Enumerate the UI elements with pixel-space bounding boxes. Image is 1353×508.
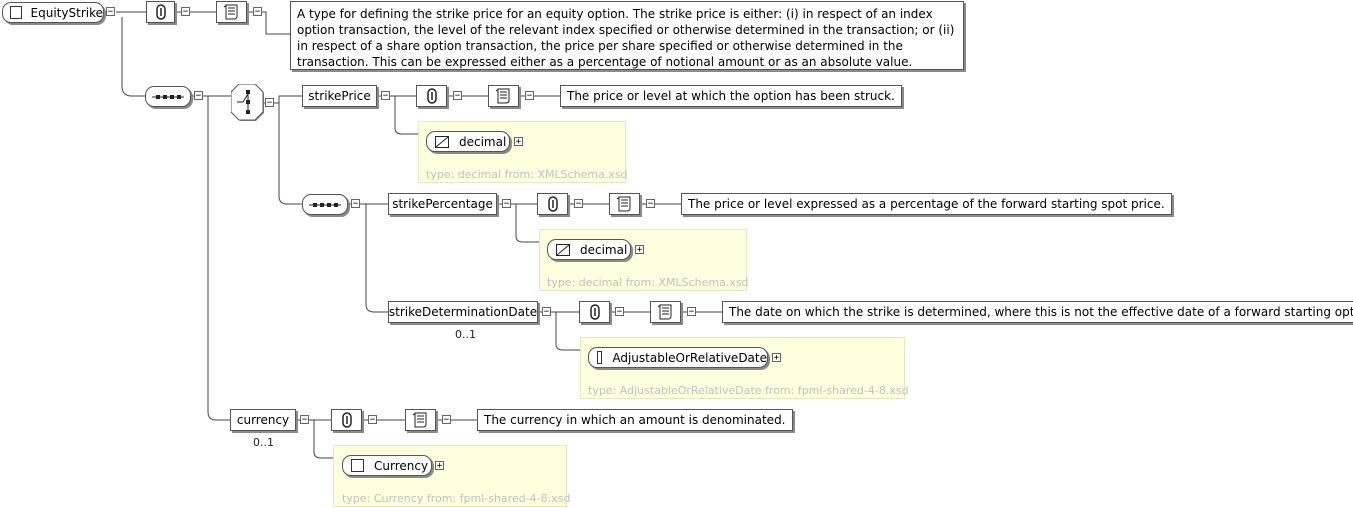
documentation-icon[interactable] xyxy=(405,409,436,431)
collapse-toggle-icon[interactable]: − xyxy=(300,415,309,425)
simple-type-icon xyxy=(435,135,449,148)
strikeDeterminationDate-cardinality: 0..1 xyxy=(455,328,476,341)
expand-toggle-icon[interactable]: + xyxy=(772,353,781,363)
collapse-toggle-icon[interactable]: − xyxy=(615,307,624,317)
element-name: currency xyxy=(236,413,290,427)
collapse-toggle-icon[interactable]: − xyxy=(194,91,203,101)
attribute-icon[interactable] xyxy=(146,1,175,23)
currency-cardinality: 0..1 xyxy=(253,436,274,449)
element-name: strikePercentage xyxy=(392,197,493,211)
currency-complex-type[interactable]: Currency xyxy=(342,455,432,476)
expand-toggle-icon[interactable]: + xyxy=(435,461,444,471)
collapse-toggle-icon[interactable]: − xyxy=(574,199,583,209)
collapse-toggle-icon[interactable]: − xyxy=(351,199,360,209)
attribute-icon[interactable] xyxy=(537,193,568,215)
collapse-toggle-icon[interactable]: − xyxy=(265,98,274,108)
documentation-icon[interactable] xyxy=(609,193,640,215)
expand-toggle-icon[interactable]: + xyxy=(514,137,523,147)
collapse-toggle-icon[interactable]: − xyxy=(368,415,377,425)
element-name: strikeDeterminationDate xyxy=(388,305,538,319)
strikePercentage-type-info: type: decimal from: XMLSchema.xsd xyxy=(547,276,749,289)
strikePrice-simple-type[interactable]: decimal xyxy=(426,131,510,152)
complex-type-icon xyxy=(351,459,364,472)
strikePrice-documentation: The price or level at which the option h… xyxy=(560,85,902,107)
strikeDeterminationDate-complex-type[interactable]: AdjustableOrRelativeDate xyxy=(588,347,768,368)
collapse-toggle-icon[interactable]: − xyxy=(502,199,511,209)
type-name: AdjustableOrRelativeDate xyxy=(612,350,767,365)
complex-type-icon xyxy=(597,351,603,364)
element-currency[interactable]: currency xyxy=(230,409,296,431)
collapse-toggle-icon[interactable]: − xyxy=(453,91,462,101)
strikePercentage-simple-type[interactable]: decimal xyxy=(547,239,631,260)
root-name: EquityStrike xyxy=(30,5,103,20)
type-name: decimal xyxy=(580,242,628,257)
collapse-toggle-icon[interactable]: − xyxy=(181,7,190,17)
collapse-toggle-icon[interactable]: − xyxy=(525,91,534,101)
element-strikePrice[interactable]: strikePrice xyxy=(302,85,377,107)
strikeDeterminationDate-type-info: type: AdjustableOrRelativeDate from: fpm… xyxy=(588,384,909,397)
attribute-icon[interactable] xyxy=(579,301,610,323)
element-strikeDeterminationDate[interactable]: strikeDeterminationDate xyxy=(388,301,538,323)
attribute-icon[interactable] xyxy=(331,409,362,431)
root-complex-type-node[interactable]: EquityStrike xyxy=(2,2,104,23)
collapse-toggle-icon[interactable]: − xyxy=(646,199,655,209)
expand-toggle-icon[interactable]: + xyxy=(635,245,644,255)
documentation-icon[interactable] xyxy=(650,301,681,323)
strikeDeterminationDate-documentation: The date on which the strike is determin… xyxy=(722,301,1353,323)
type-name: decimal xyxy=(459,134,507,149)
documentation-icon[interactable] xyxy=(216,1,247,23)
simple-type-icon xyxy=(556,243,570,256)
root-documentation: A type for defining the strike price for… xyxy=(290,1,964,70)
currency-documentation: The currency in which an amount is denom… xyxy=(477,409,793,431)
complex-type-icon xyxy=(10,6,22,19)
currency-type-info: type: Currency from: fpml-shared-4-8.xsd xyxy=(342,492,571,505)
type-name: Currency xyxy=(374,458,429,473)
collapse-toggle-icon[interactable]: − xyxy=(542,307,551,317)
strikePercentage-documentation: The price or level expressed as a percen… xyxy=(681,193,1172,215)
choice-icon[interactable] xyxy=(230,83,264,122)
sequence-icon[interactable] xyxy=(302,194,348,215)
sequence-icon[interactable] xyxy=(145,86,191,107)
collapse-toggle-icon[interactable]: − xyxy=(253,7,262,17)
collapse-toggle-icon[interactable]: − xyxy=(106,7,115,17)
attribute-icon[interactable] xyxy=(416,85,447,107)
collapse-toggle-icon[interactable]: − xyxy=(687,307,696,317)
element-name: strikePrice xyxy=(308,89,371,103)
collapse-toggle-icon[interactable]: − xyxy=(381,91,390,101)
documentation-icon[interactable] xyxy=(488,85,519,107)
element-strikePercentage[interactable]: strikePercentage xyxy=(388,193,497,215)
strikePrice-type-info: type: decimal from: XMLSchema.xsd xyxy=(426,168,628,181)
collapse-toggle-icon[interactable]: − xyxy=(442,415,451,425)
